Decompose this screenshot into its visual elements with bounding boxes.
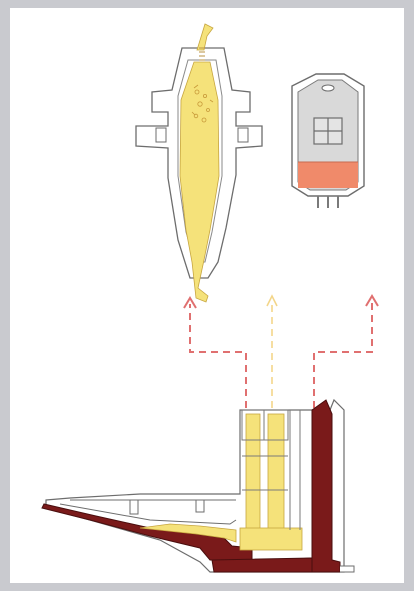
bag-ports: [318, 196, 338, 208]
funnel-top-tip: [197, 24, 213, 50]
base-yellow-column-2: [268, 414, 284, 532]
arrow-to-funnel: [190, 304, 246, 408]
funnel-chamber: [136, 24, 262, 302]
container-bag: [292, 74, 364, 208]
arrow-to-bag: [314, 302, 372, 408]
bag-window-grid: [314, 118, 342, 144]
bag-salmon-fill: [298, 162, 358, 188]
machine-base: [42, 400, 354, 572]
flow-arrows: [184, 296, 378, 408]
base-yellow-column-1: [246, 414, 260, 532]
